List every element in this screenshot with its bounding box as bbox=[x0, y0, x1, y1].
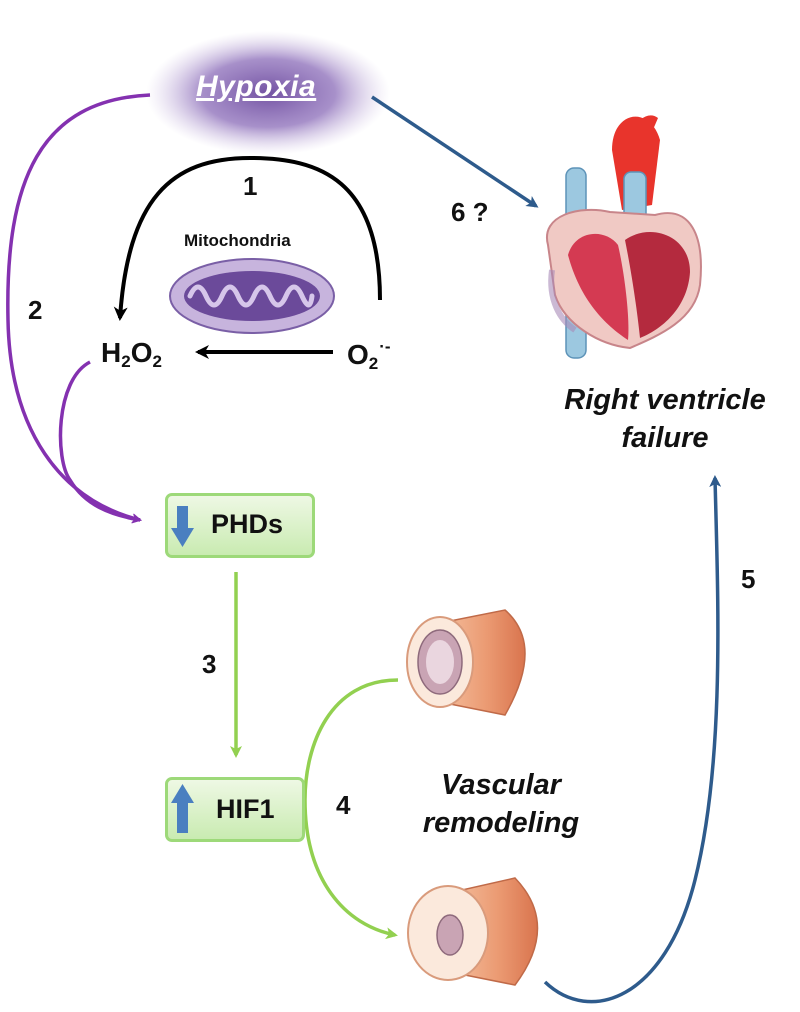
step-5-label: 5 bbox=[741, 564, 756, 594]
rv-line: Right ventricle bbox=[564, 384, 766, 416]
mitochondrion-icon bbox=[169, 258, 335, 334]
phds-label: PHDs bbox=[211, 509, 284, 539]
vessel-healthy-icon bbox=[406, 609, 526, 716]
step-1-label: 1 bbox=[243, 171, 258, 201]
up-arrow-icon bbox=[171, 784, 194, 833]
phds-box bbox=[165, 493, 315, 558]
h2o2-sub1: 2 bbox=[121, 352, 131, 371]
step-4-label: 4 bbox=[336, 790, 351, 820]
failure-line: failure bbox=[621, 422, 709, 454]
superoxide-o: O bbox=[347, 339, 369, 370]
vascular-remodeling-label: Vascular remodeling bbox=[396, 766, 606, 842]
h2o2-sub2: 2 bbox=[152, 352, 162, 371]
hypoxia-label: Hypoxia bbox=[196, 70, 317, 103]
remodeling-line: remodeling bbox=[422, 807, 580, 839]
down-arrow-icon bbox=[171, 506, 194, 547]
arrow-vessel-remodeling bbox=[303, 678, 399, 940]
superoxide-sup: ·- bbox=[379, 337, 391, 356]
step-6-label: 6 ? bbox=[451, 197, 489, 227]
step-3-label: 3 bbox=[202, 649, 217, 679]
mitochondria-label: Mitochondria bbox=[184, 231, 291, 250]
vascular-line: Vascular bbox=[441, 769, 561, 801]
hypoxia-glow bbox=[146, 31, 390, 155]
h2o2-o: O bbox=[130, 337, 153, 368]
rv-failure-label: Right ventricle failure bbox=[525, 381, 800, 457]
hif1-box bbox=[165, 777, 305, 842]
h2o2-h: H bbox=[101, 337, 122, 368]
heart-icon bbox=[545, 115, 702, 359]
step-2-label: 2 bbox=[28, 295, 43, 325]
superoxide-label: O2·- bbox=[347, 337, 391, 374]
superoxide-sub: 2 bbox=[368, 354, 379, 373]
arrow-h2o2-to-phds bbox=[58, 360, 142, 524]
vessel-remodeled-icon bbox=[407, 877, 539, 986]
h2o2-label: H2O2 bbox=[101, 337, 162, 372]
hif1-label: HIF1 bbox=[216, 794, 275, 824]
arrow-mitochondria-cycle bbox=[113, 155, 382, 321]
arrow-hypoxia-to-heart bbox=[371, 95, 539, 208]
arrow-vessel-to-rv-failure bbox=[543, 475, 722, 1004]
